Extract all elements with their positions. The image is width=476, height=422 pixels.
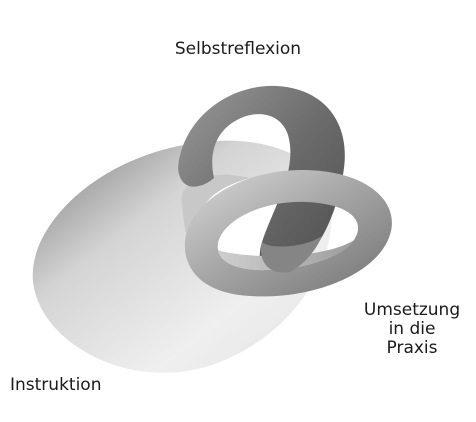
label-line: in die <box>352 320 472 339</box>
label-selbstreflexion: Selbstreflexion <box>170 40 306 59</box>
label-umsetzung-in-die-praxis: Umsetzung in die Praxis <box>352 301 472 358</box>
label-line: Umsetzung <box>352 301 472 320</box>
label-instruktion: Instruktion <box>10 376 101 395</box>
label-line: Praxis <box>352 339 472 358</box>
